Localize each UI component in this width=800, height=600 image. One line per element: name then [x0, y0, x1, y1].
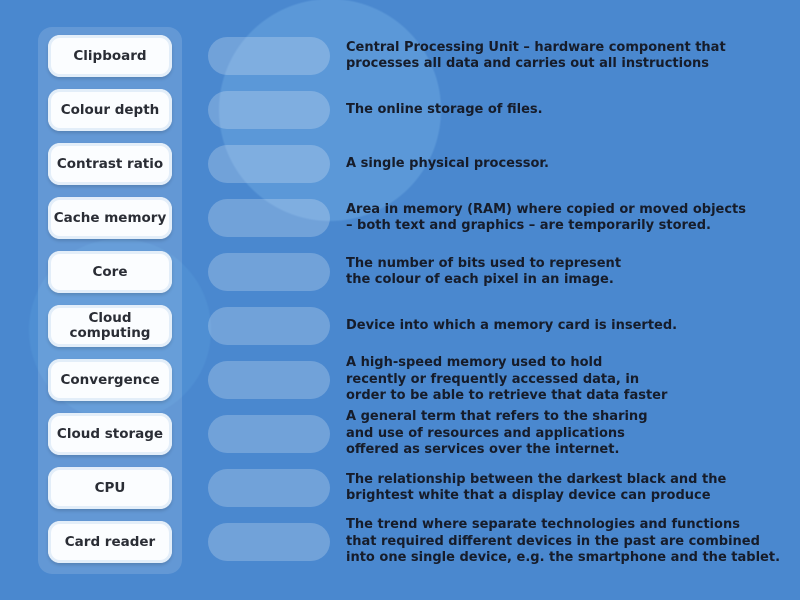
definition-text: The relationship between the darkest bla… — [346, 471, 727, 504]
answer-drop-slot[interactable] — [208, 307, 330, 345]
term-card[interactable]: Colour depth — [48, 89, 172, 131]
term-card[interactable]: Contrast ratio — [48, 143, 172, 185]
definition-text: The online storage of files. — [346, 101, 543, 117]
answer-drop-slot[interactable] — [208, 469, 330, 507]
definition-text: A single physical processor. — [346, 155, 549, 171]
definition-text: Area in memory (RAM) where copied or mov… — [346, 201, 747, 234]
answer-drop-slot[interactable] — [208, 253, 330, 291]
definition-text: Central Processing Unit – hardware compo… — [346, 39, 726, 72]
term-card[interactable]: CPU — [48, 467, 172, 509]
term-card[interactable]: Cache memory — [48, 197, 172, 239]
answer-drop-slot[interactable] — [208, 37, 330, 75]
definition-text: Device into which a memory card is inser… — [346, 317, 678, 333]
definition-text: The trend where separate technologies an… — [346, 517, 781, 566]
answer-drop-slot[interactable] — [208, 199, 330, 237]
answer-drop-slot[interactable] — [208, 145, 330, 183]
definition-text: A high-speed memory used to hold recentl… — [346, 355, 668, 404]
answer-drop-slot[interactable] — [208, 523, 330, 561]
answer-drop-slot[interactable] — [208, 361, 330, 399]
definition-text: A general term that refers to the sharin… — [346, 409, 648, 458]
term-card[interactable]: Cloud storage — [48, 413, 172, 455]
term-card[interactable]: Clipboard — [48, 35, 172, 77]
term-card[interactable]: Cloud computing — [48, 305, 172, 347]
term-card[interactable]: Core — [48, 251, 172, 293]
term-card[interactable]: Convergence — [48, 359, 172, 401]
answer-drop-slot[interactable] — [208, 415, 330, 453]
definition-text: The number of bits used to represent the… — [346, 255, 622, 288]
answer-drop-slot[interactable] — [208, 91, 330, 129]
term-card[interactable]: Card reader — [48, 521, 172, 563]
